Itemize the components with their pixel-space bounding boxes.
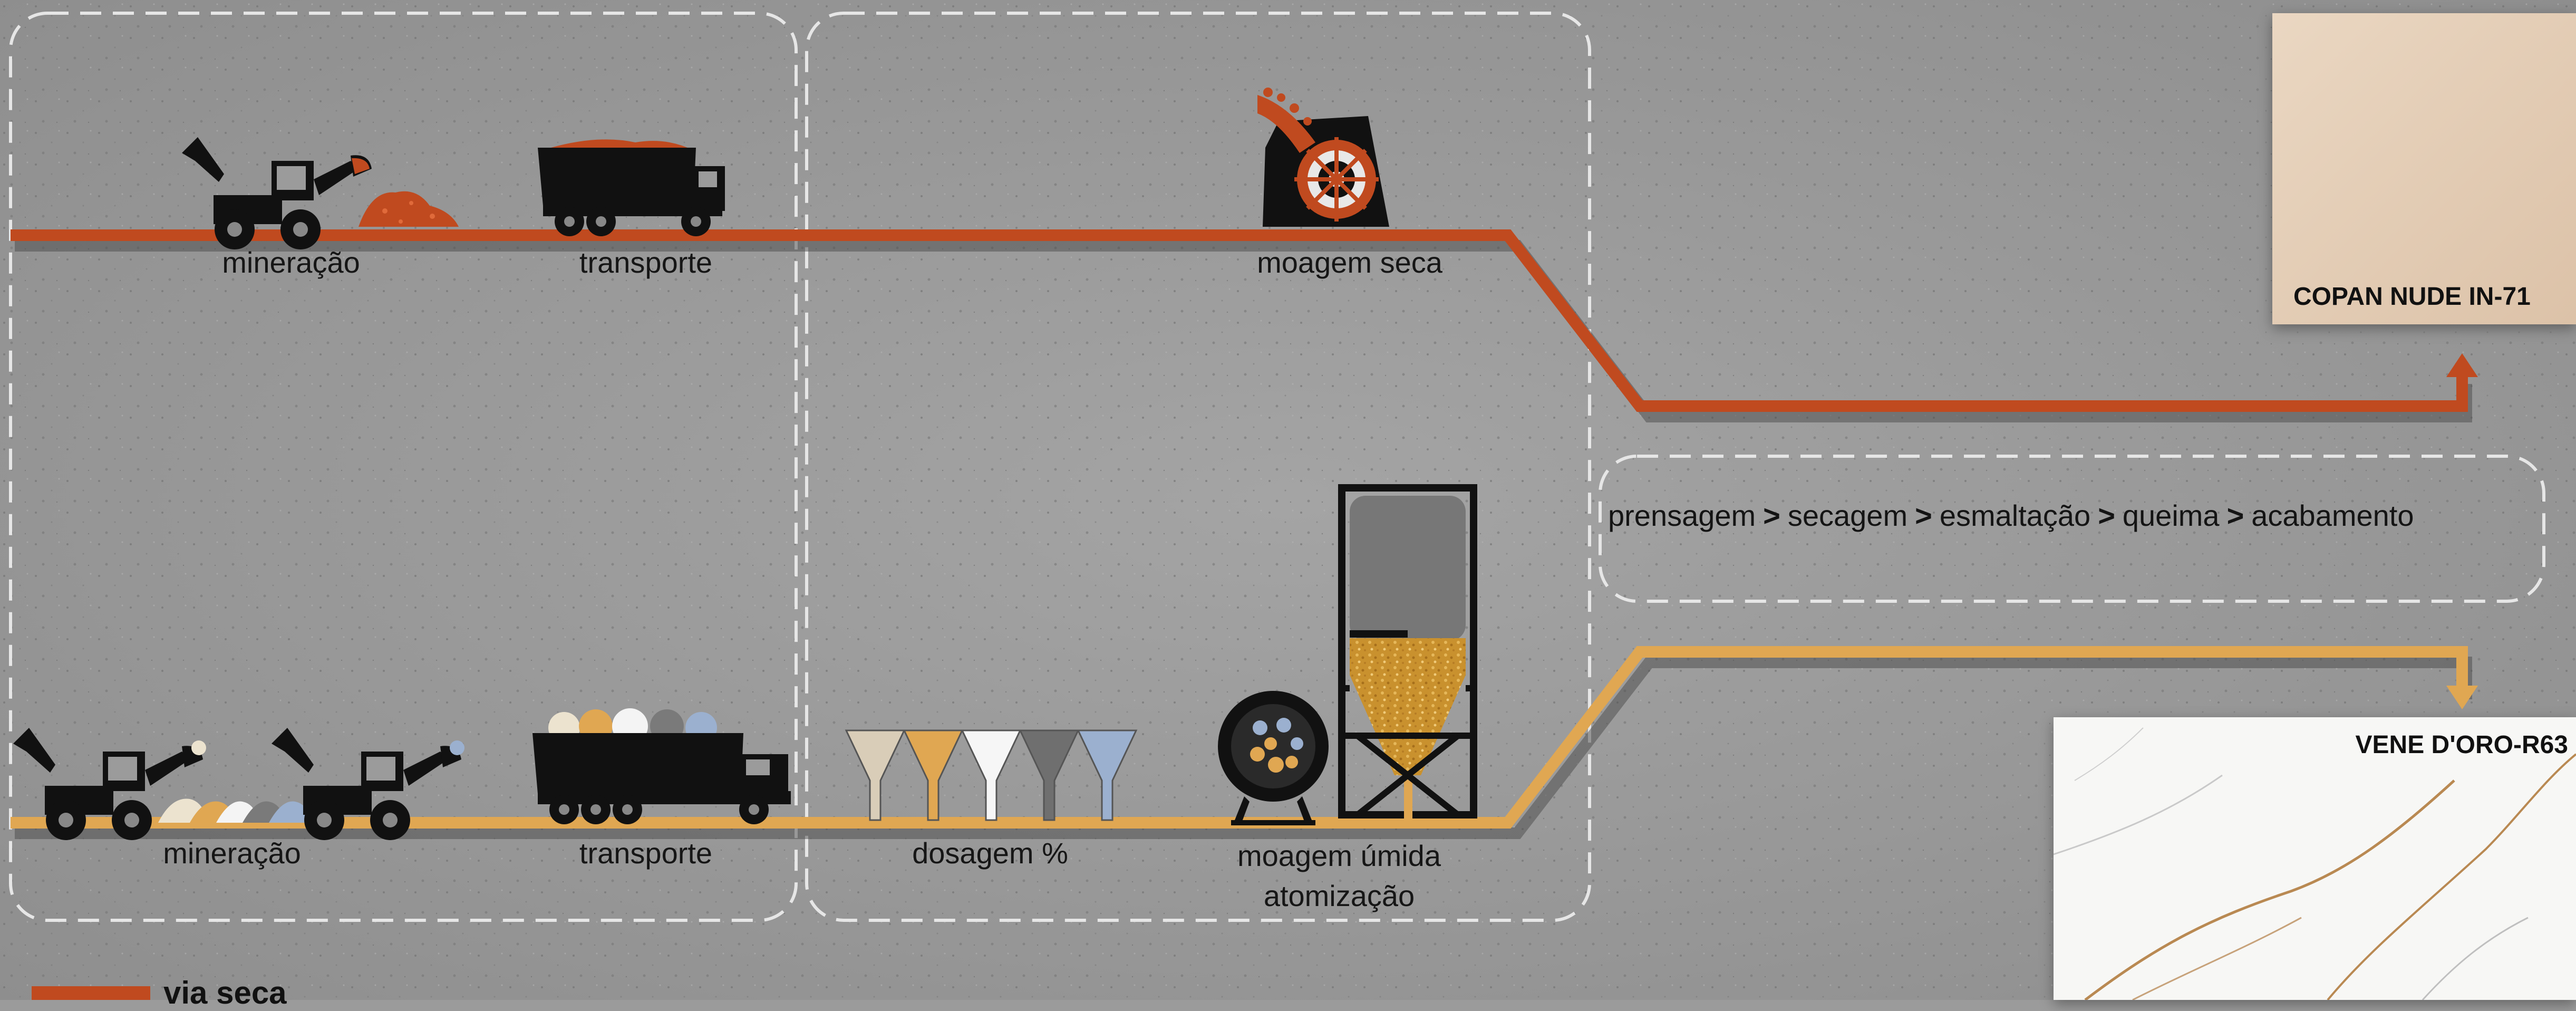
wet-milling-line2: atomização	[1237, 876, 1441, 916]
process-steps: prensagem>secagem>esmaltação>queima>acab…	[1608, 498, 2414, 533]
step-glazing: esmaltação	[1940, 499, 2090, 532]
top-mining-label: mineração	[222, 245, 360, 280]
top-product-name: COPAN NUDE IN-71	[2293, 282, 2531, 311]
step-drying: secagem	[1788, 499, 1907, 532]
top-transport-label: transporte	[579, 245, 712, 280]
wet-milling-label: moagem úmida atomização	[1237, 836, 1441, 916]
bottom-mining-label: mineração	[163, 836, 301, 870]
wet-milling-line1: moagem úmida	[1237, 836, 1441, 876]
bottom-product-name: VENE D'ORO-R63	[2356, 730, 2569, 759]
legend-dry-label: via seca	[163, 975, 287, 1011]
step-separator: >	[1915, 499, 1932, 532]
step-finishing: acabamento	[2251, 499, 2414, 532]
step-separator: >	[1763, 499, 1780, 532]
marble-veins	[2054, 717, 2576, 1000]
step-firing: queima	[2123, 499, 2220, 532]
marble-tile-sample: VENE D'ORO-R63	[2054, 717, 2576, 1000]
bottom-transport-label: transporte	[579, 836, 712, 870]
beige-tile-sample: COPAN NUDE IN-71	[2272, 13, 2576, 324]
legend-dry-swatch	[32, 986, 150, 1000]
step-separator: >	[2098, 499, 2115, 532]
dosing-label: dosagem %	[912, 836, 1068, 870]
top-dry-milling-label: moagem seca	[1257, 245, 1442, 280]
step-pressing: prensagem	[1608, 499, 1756, 532]
step-separator: >	[2227, 499, 2244, 532]
